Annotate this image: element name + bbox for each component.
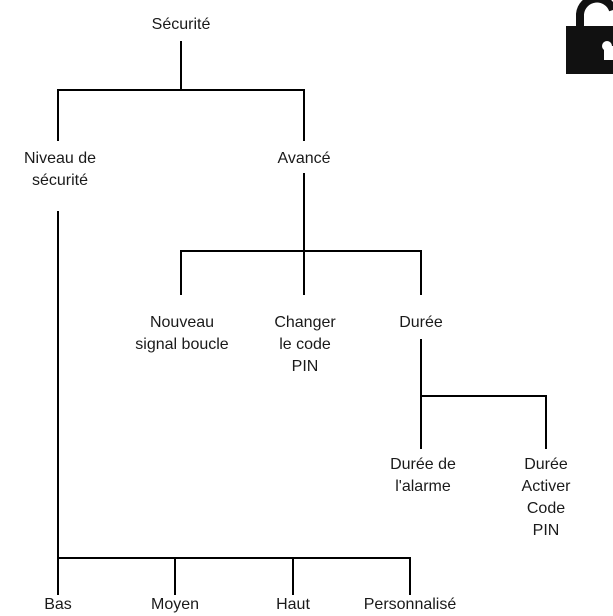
node-security-level: Niveau de sécurité (23, 150, 97, 189)
node-root: Sécurité (151, 16, 211, 33)
node-duration: Durée (399, 314, 443, 331)
node-low: Bas (44, 596, 72, 613)
node-activate-pin-duration: Durée Activer Code PIN (521, 456, 571, 539)
lock-icon (566, 0, 613, 74)
node-high: Haut (276, 596, 310, 613)
node-custom: Personnalisé (363, 596, 457, 613)
node-new-loop-signal: Nouveau signal boucle (135, 314, 229, 353)
node-alarm-duration: Durée de l'alarme (390, 456, 456, 495)
node-change-pin: Changer le code PIN (274, 314, 336, 375)
node-medium: Moyen (150, 596, 200, 613)
node-advanced: Avancé (277, 150, 331, 167)
